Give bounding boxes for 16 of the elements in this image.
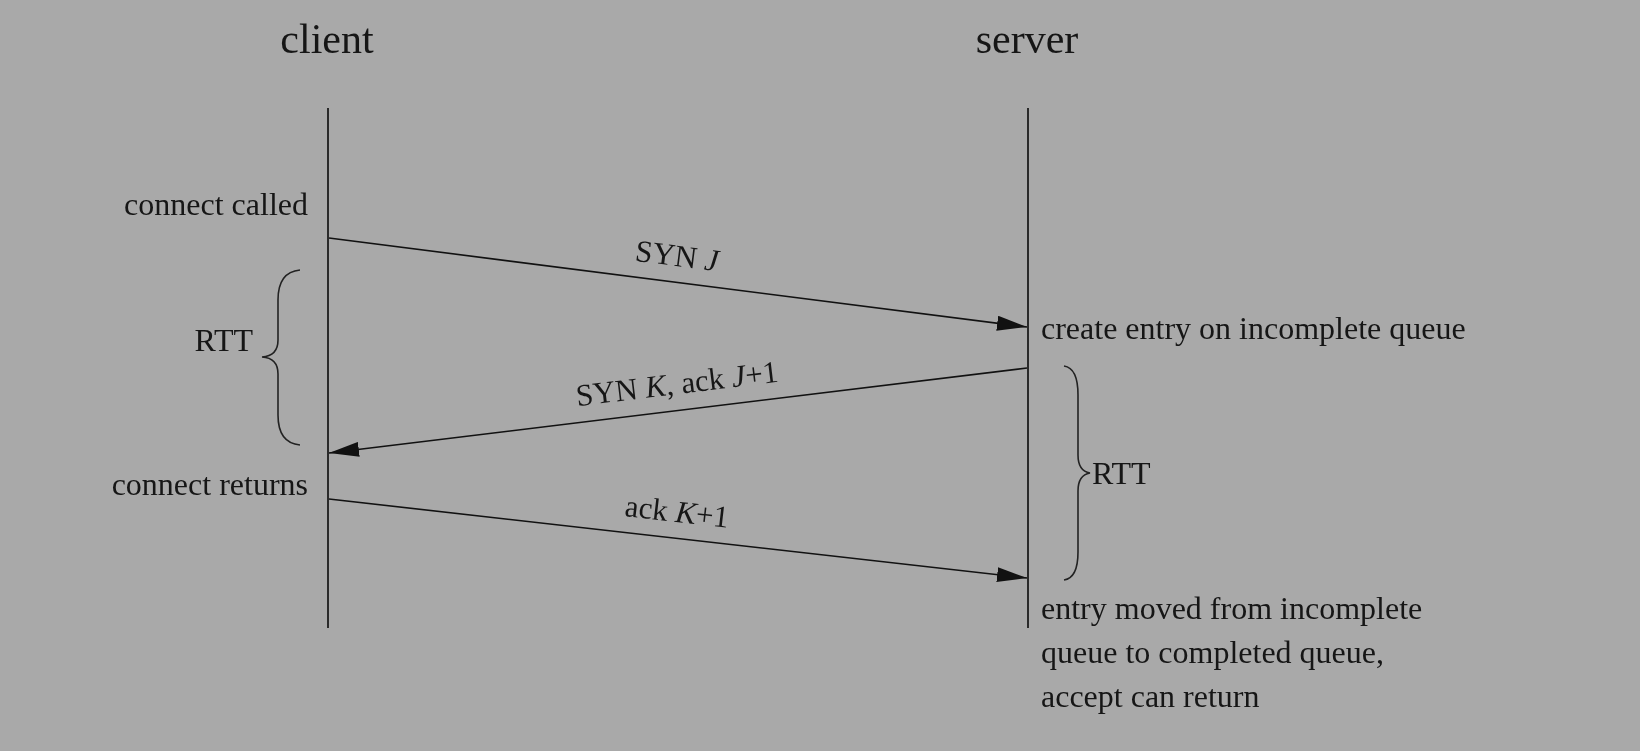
lifeline: [327, 108, 329, 628]
edge-label: SYN K, ack J+1: [573, 353, 781, 414]
edge-label: SYN J: [633, 232, 721, 279]
message-arrow: [328, 498, 1028, 583]
annotation-text: connect called: [124, 185, 308, 224]
lifeline-title: client: [280, 15, 374, 64]
message-arrow: [328, 367, 1028, 457]
lifeline: [1027, 108, 1029, 628]
annotation-text: RTT: [1092, 454, 1151, 493]
annotation-text: RTT: [194, 321, 253, 360]
lifeline-title: server: [975, 15, 1079, 64]
edge-label: ack K+1: [623, 487, 731, 536]
message-arrow: [328, 237, 1028, 331]
annotation-text: connect returns: [111, 465, 308, 504]
annotation-text: create entry on incomplete queue: [1041, 309, 1466, 348]
annotation-text: entry moved from incomplete queue to completed queue, accept can return: [1041, 589, 1424, 716]
